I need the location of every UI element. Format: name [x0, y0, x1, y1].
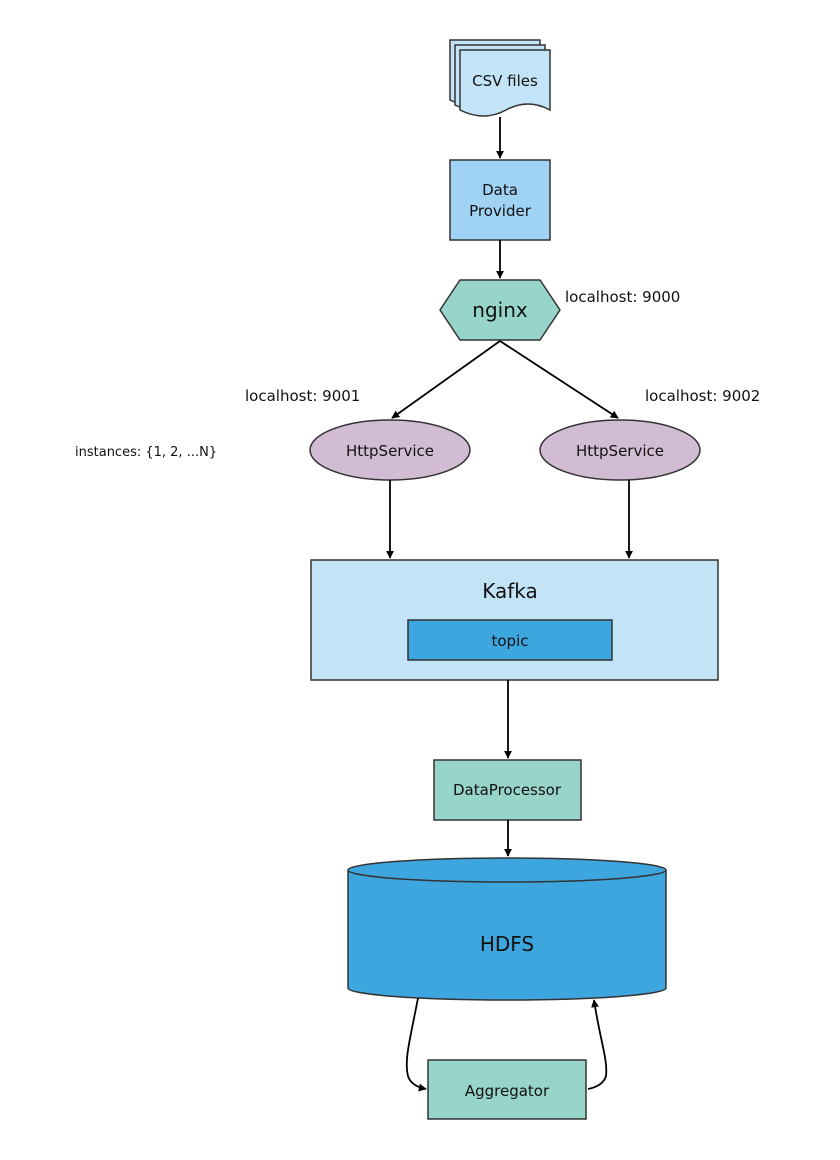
nginx-node: nginx: [439, 279, 561, 341]
nginx-port-label: localhost: 9000: [565, 288, 680, 306]
http-service-1-node: HttpService: [309, 419, 471, 481]
http1-port-label: localhost: 9001: [245, 387, 360, 405]
edge-aggregator-to-hdfs: [587, 999, 608, 1090]
topic-label: topic: [492, 632, 529, 650]
hdfs-label: HDFS: [480, 932, 534, 956]
http-service-1-label: HttpService: [346, 442, 434, 460]
csv-files-label: CSV files: [472, 72, 538, 90]
hdfs-node: HDFS: [347, 857, 667, 1001]
topic-node: topic: [407, 619, 613, 661]
data-provider-node: Data Provider: [449, 159, 551, 241]
edge-hdfs-to-aggregator: [405, 997, 427, 1092]
csv-files-node: CSV files: [449, 39, 551, 117]
nginx-label: nginx: [472, 298, 528, 322]
edge-nginx-to-http1: [391, 340, 501, 419]
aggregator-node: Aggregator: [427, 1059, 587, 1120]
http-service-2-node: HttpService: [539, 419, 701, 481]
http-service-2-label: HttpService: [576, 442, 664, 460]
instances-label: instances: {1, 2, ...N}: [75, 445, 217, 460]
data-processor-label: DataProcessor: [453, 781, 562, 799]
aggregator-label: Aggregator: [465, 1082, 550, 1100]
kafka-node: Kafka topic: [310, 559, 719, 681]
csv-document-shape: [459, 49, 551, 117]
data-provider-label-line2: Provider: [469, 202, 532, 220]
http2-port-label: localhost: 9002: [645, 387, 760, 405]
edges: [386, 117, 633, 1092]
data-processor-node: DataProcessor: [433, 759, 582, 821]
kafka-label: Kafka: [482, 579, 538, 603]
edge-nginx-to-http2: [499, 340, 619, 419]
data-provider-label-line1: Data: [482, 181, 518, 199]
